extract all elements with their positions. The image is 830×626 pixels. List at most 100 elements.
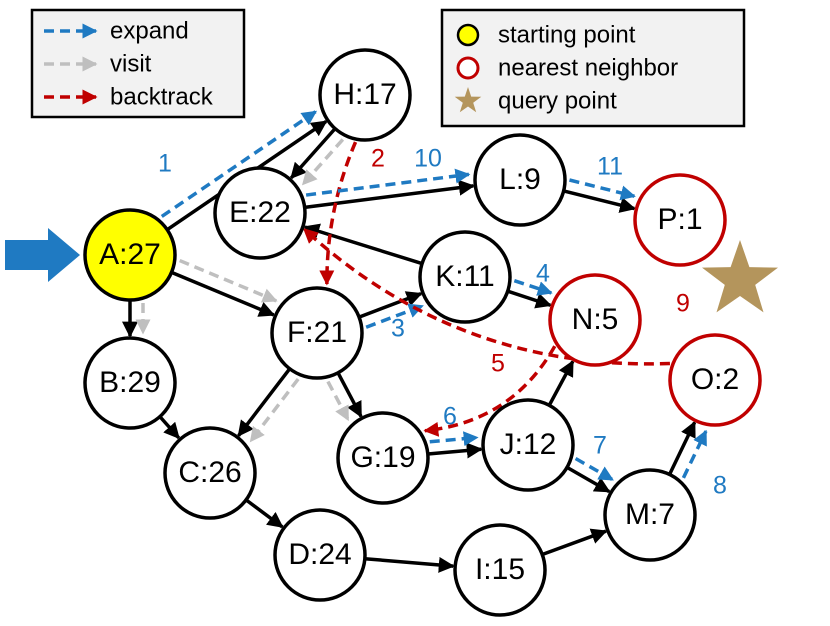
node-l: L:9 [473,133,567,227]
step-arrow-expand-f-k [365,303,424,329]
node-circle [336,411,430,505]
search-step-arrows [135,110,708,482]
legend-query-star-icon [454,87,482,113]
node-circle [473,133,567,227]
graph-edges [122,120,697,573]
edge-h-e [289,127,337,180]
legend-nearest-icon [456,56,480,80]
edge-f-g [336,371,363,418]
edge-j-m [566,465,611,494]
edge-d-i [364,556,455,573]
node-label: O:2 [691,363,739,396]
step-arrow-expand-m-o [681,429,708,479]
step-label: 10 [414,145,442,173]
legend-left: expand visit backtrack [30,8,246,119]
entry-arrow-icon [5,228,80,282]
node-label: P:1 [657,203,702,236]
node-n: N:5 [548,273,642,367]
node-f: F:21 [270,286,364,380]
node-circle [318,48,412,142]
step-label: 9 [676,290,690,318]
edge-a-f [170,270,276,317]
legend-start-label: starting point [498,21,636,48]
edge-k-e [303,223,423,266]
node-m: M:7 [603,468,697,562]
node-j: J:12 [481,398,575,492]
step-label: 7 [593,432,607,460]
legend-start-icon [456,23,480,47]
step-arrow-visit-f-g [326,380,350,422]
step-label: 2 [371,145,385,173]
node-circle [83,208,177,302]
edge-f-k [358,291,423,319]
node-label: D:24 [288,538,351,571]
node-circle [633,173,727,267]
step-arrow-visit-a-f [179,258,278,303]
node-circle [603,468,697,562]
step-arrow-expand-g-j [429,431,479,447]
step-arrow-visit-h-e [301,138,345,186]
node-i: I:15 [453,523,547,617]
node-circle [270,286,364,380]
node-circle [668,333,762,427]
graph-nodes: A:27B:29C:26D:24 E:22F:21G:19 H:17I:15 J:12… [83,48,762,617]
node-c: C:26 [163,426,257,520]
node-p: P:1 [633,173,727,267]
step-arrow-expand-j-m [574,456,614,482]
node-circle [213,166,307,260]
node-circle [83,336,177,430]
step-label: 8 [713,472,727,500]
step-label: 4 [536,260,550,288]
node-circle [548,273,642,367]
step-label: 3 [391,315,405,343]
step-label: 6 [443,403,457,431]
node-label: C:26 [178,456,241,489]
node-label: F:21 [287,316,347,349]
step-arrow-backtrack-n-g [423,345,557,437]
node-label: G:19 [350,441,415,474]
node-circle [273,508,367,602]
edge-e-l [304,179,475,210]
legend-query-label: query point [498,87,617,114]
node-circle [418,230,512,324]
node-b: B:29 [83,336,177,430]
node-circle [481,398,575,492]
node-k: K:11 [418,230,512,324]
node-label: L:9 [499,163,541,196]
node-label: M:7 [625,498,675,531]
node-label: I:15 [475,553,525,586]
edge-m-o [667,420,697,476]
step-arrow-visit-f-c [249,377,300,443]
node-o: O:2 [668,333,762,427]
step-arrow-expand-e-l [305,168,471,197]
step-arrow-expand-k-n [513,279,553,296]
query-point-star-icon [702,240,778,313]
node-circle [453,523,547,617]
legend-nearest-label: nearest neighbor [498,54,678,81]
node-d: D:24 [273,508,367,602]
node-label: H:17 [333,78,396,111]
edge-b-c [158,415,181,440]
node-circle [163,426,257,520]
node-label: N:5 [572,303,619,336]
step-label: 1 [158,150,172,178]
legends: expand visit backtrack starting point neares… [30,8,746,128]
step-arrow-expand-l-p [569,178,636,201]
edge-f-c [237,367,292,437]
legend-visit-label: visit [110,50,152,77]
edge-i-m [541,528,608,557]
step-arrow-backtrack-o-e [302,227,671,366]
legend-expand-label: expand [110,17,189,44]
node-label: K:11 [435,260,495,293]
node-e: E:22 [213,166,307,260]
legend-right: starting point nearest neighbor query poin… [440,8,746,128]
step-label: 5 [491,350,505,378]
node-label: A:27 [99,238,161,271]
edge-l-p [563,189,636,213]
edge-c-d [245,498,284,529]
step-arrow-backtrack-h-f [319,141,358,286]
legend-backtrack-label: backtrack [110,83,214,110]
edge-j-n [547,360,575,407]
